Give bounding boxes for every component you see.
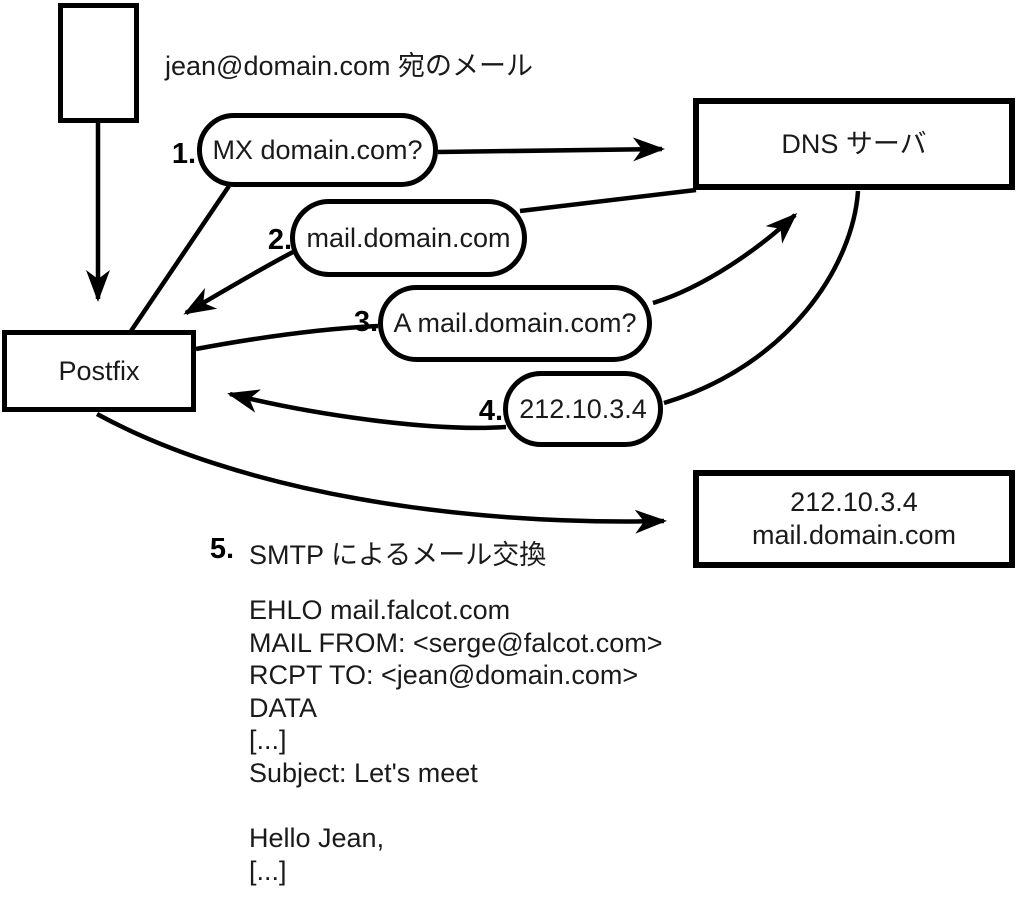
dns-server-label: DNS サーバ	[781, 128, 927, 159]
step-4-number: 4.	[478, 395, 503, 427]
smtp-exchange-label: SMTP によるメール交換	[249, 540, 547, 570]
a-query-label: A mail.domain.com?	[393, 308, 637, 338]
mx-query-pill: MX domain.com?	[197, 113, 438, 187]
mx-answer-pill: mail.domain.com	[290, 199, 527, 277]
mail-server-node: 212.10.3.4 mail.domain.com	[693, 470, 1015, 568]
mail-server-hostname: mail.domain.com	[751, 520, 957, 550]
line-dns-to-a-answer-icon	[663, 190, 861, 406]
step-3-number: 3.	[353, 306, 378, 338]
arrow-mx-query-to-dns-icon	[437, 137, 665, 162]
postfix-node: Postfix	[2, 330, 196, 412]
step-5-number: 5.	[209, 533, 234, 565]
incoming-mail-note: jean@domain.com 宛のメール	[165, 51, 534, 81]
step-2-number: 2.	[267, 224, 292, 256]
dns-server-node: DNS サーバ	[693, 98, 1015, 190]
a-query-pill: A mail.domain.com?	[378, 285, 652, 362]
a-answer-pill: 212.10.3.4	[503, 371, 663, 447]
arrow-mx-answer-to-postfix-icon	[183, 250, 295, 315]
mail-server-ip: 212.10.3.4	[790, 487, 918, 517]
envelope-icon	[58, 3, 139, 123]
mx-answer-label: mail.domain.com	[306, 222, 511, 253]
line-postfix-to-mx-query-icon	[129, 184, 231, 333]
smtp-session-transcript: EHLO mail.falcot.com MAIL FROM: <serge@f…	[249, 595, 663, 886]
line-dns-to-mx-answer-icon	[519, 187, 697, 214]
mx-query-label: MX domain.com?	[212, 134, 423, 165]
postfix-label: Postfix	[58, 355, 140, 386]
a-answer-label: 212.10.3.4	[519, 393, 647, 424]
arrow-a-query-to-dns-icon	[652, 212, 798, 306]
step-1-number: 1.	[171, 138, 196, 170]
